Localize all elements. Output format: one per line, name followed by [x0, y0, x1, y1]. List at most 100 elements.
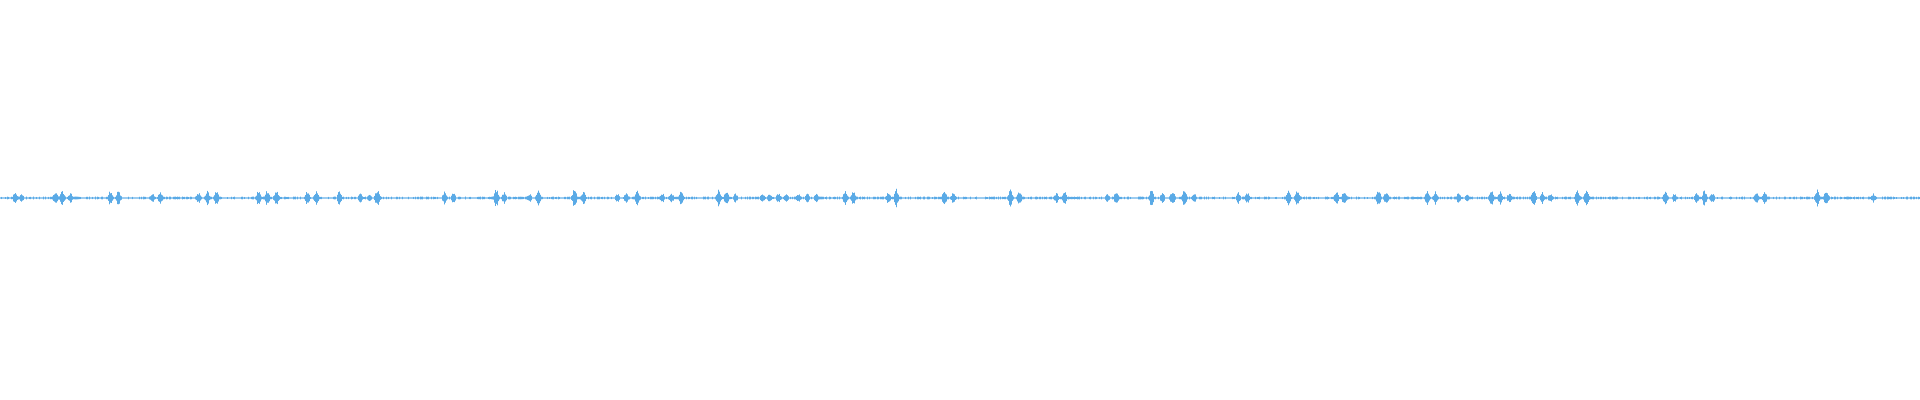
- waveform-sample: [116, 195, 117, 201]
- waveform-sample: [277, 191, 278, 205]
- waveform-sample: [1543, 194, 1544, 202]
- waveform-sample: [1161, 194, 1162, 202]
- waveform-sample: [1762, 195, 1763, 201]
- waveform-sample: [242, 196, 243, 200]
- waveform-sample: [337, 194, 338, 202]
- waveform-sample: [720, 194, 721, 202]
- waveform-sample: [64, 195, 65, 201]
- waveform-sample: [582, 194, 583, 202]
- waveform-sample: [1154, 196, 1155, 200]
- waveform-sample: [421, 196, 422, 200]
- waveform-sample: [1493, 194, 1494, 202]
- waveform-sample: [1665, 191, 1666, 205]
- waveform-sample: [1703, 191, 1704, 205]
- waveform-sample: [110, 193, 111, 203]
- waveform-sample: [51, 196, 52, 200]
- waveform-sample: [1858, 196, 1859, 200]
- waveform-sample: [1668, 196, 1669, 200]
- waveform-sample: [452, 193, 453, 203]
- waveform-sample: [1151, 190, 1152, 206]
- waveform-sample: [1616, 196, 1617, 200]
- waveform-sample: [216, 192, 217, 204]
- waveform-sample: [1845, 196, 1846, 200]
- waveform-sample: [1588, 194, 1589, 202]
- waveform-sample: [1808, 196, 1809, 200]
- waveform-sample: [615, 195, 616, 201]
- waveform-sample: [660, 195, 661, 201]
- waveform-sample: [1193, 194, 1194, 202]
- waveform-sample: [20, 195, 21, 201]
- waveform-sample: [1072, 196, 1073, 200]
- waveform-sample: [1509, 193, 1510, 203]
- waveform-sample: [588, 196, 589, 200]
- waveform-sample: [1868, 196, 1869, 200]
- waveform-sample: [170, 196, 171, 200]
- waveform-sample: [378, 191, 379, 205]
- waveform-sample: [1276, 196, 1277, 200]
- waveform-sample: [1721, 196, 1722, 200]
- waveform-sample: [952, 193, 953, 203]
- waveform-sample: [992, 196, 993, 200]
- waveform-sample: [1432, 196, 1433, 200]
- waveform-sample: [1257, 196, 1258, 200]
- waveform-sample: [1152, 191, 1153, 205]
- waveform-sample: [1801, 196, 1802, 200]
- waveform-sample: [549, 196, 550, 200]
- waveform-sample: [256, 195, 257, 201]
- waveform-sample: [1663, 194, 1664, 202]
- waveform-sample: [895, 191, 896, 205]
- waveform-sample: [797, 194, 798, 202]
- waveform-sample: [1085, 196, 1086, 200]
- waveform-sample: [688, 196, 689, 200]
- waveform-sample: [1435, 191, 1436, 205]
- waveform-sample: [1664, 193, 1665, 203]
- waveform-sample: [1239, 194, 1240, 202]
- waveform-sample: [1889, 196, 1890, 200]
- waveform-sample: [1434, 194, 1435, 202]
- waveform-sample: [352, 196, 353, 200]
- waveform-sample: [796, 195, 797, 201]
- waveform-sample: [1496, 196, 1497, 200]
- waveform-sample: [1185, 192, 1186, 204]
- waveform-sample: [825, 196, 826, 200]
- waveform-sample: [953, 193, 954, 203]
- waveform-sample: [853, 193, 854, 203]
- waveform-sample: [341, 195, 342, 201]
- waveform-sample: [1119, 196, 1120, 200]
- waveform-sample: [257, 191, 258, 205]
- waveform-sample: [1823, 196, 1824, 200]
- waveform-sample: [184, 196, 185, 200]
- waveform-sample: [881, 196, 882, 200]
- waveform-sample: [1112, 196, 1113, 200]
- waveform-sample: [143, 196, 144, 200]
- waveform-sample: [30, 196, 31, 200]
- waveform-sample: [1314, 196, 1315, 200]
- waveform-sample: [1769, 196, 1770, 200]
- waveform-sample: [1071, 196, 1072, 200]
- waveform-sample: [1309, 196, 1310, 200]
- waveform-sample: [761, 194, 762, 202]
- waveform-sample: [896, 188, 897, 208]
- waveform-sample: [164, 196, 165, 200]
- waveform-sample: [1068, 196, 1069, 200]
- waveform-sample: [492, 196, 493, 200]
- waveform-sample: [1333, 196, 1334, 200]
- waveform-sample: [1012, 195, 1013, 201]
- waveform-sample: [402, 196, 403, 200]
- waveform-sample: [118, 191, 119, 205]
- waveform-sample: [792, 196, 793, 200]
- waveform-sample: [1182, 194, 1183, 202]
- waveform-sample: [1045, 196, 1046, 200]
- waveform-sample: [1191, 196, 1192, 200]
- waveform-sample: [643, 196, 644, 200]
- waveform-sample: [929, 196, 930, 200]
- waveform-sample: [1687, 196, 1688, 200]
- waveform-sample: [1142, 196, 1143, 200]
- waveform-sample: [413, 196, 414, 200]
- waveform-sample: [391, 196, 392, 200]
- waveform-sample: [785, 195, 786, 201]
- waveform-sample: [1853, 196, 1854, 200]
- waveform-sample: [1510, 194, 1511, 202]
- waveform-sample: [1593, 196, 1594, 200]
- waveform-sample: [1351, 196, 1352, 200]
